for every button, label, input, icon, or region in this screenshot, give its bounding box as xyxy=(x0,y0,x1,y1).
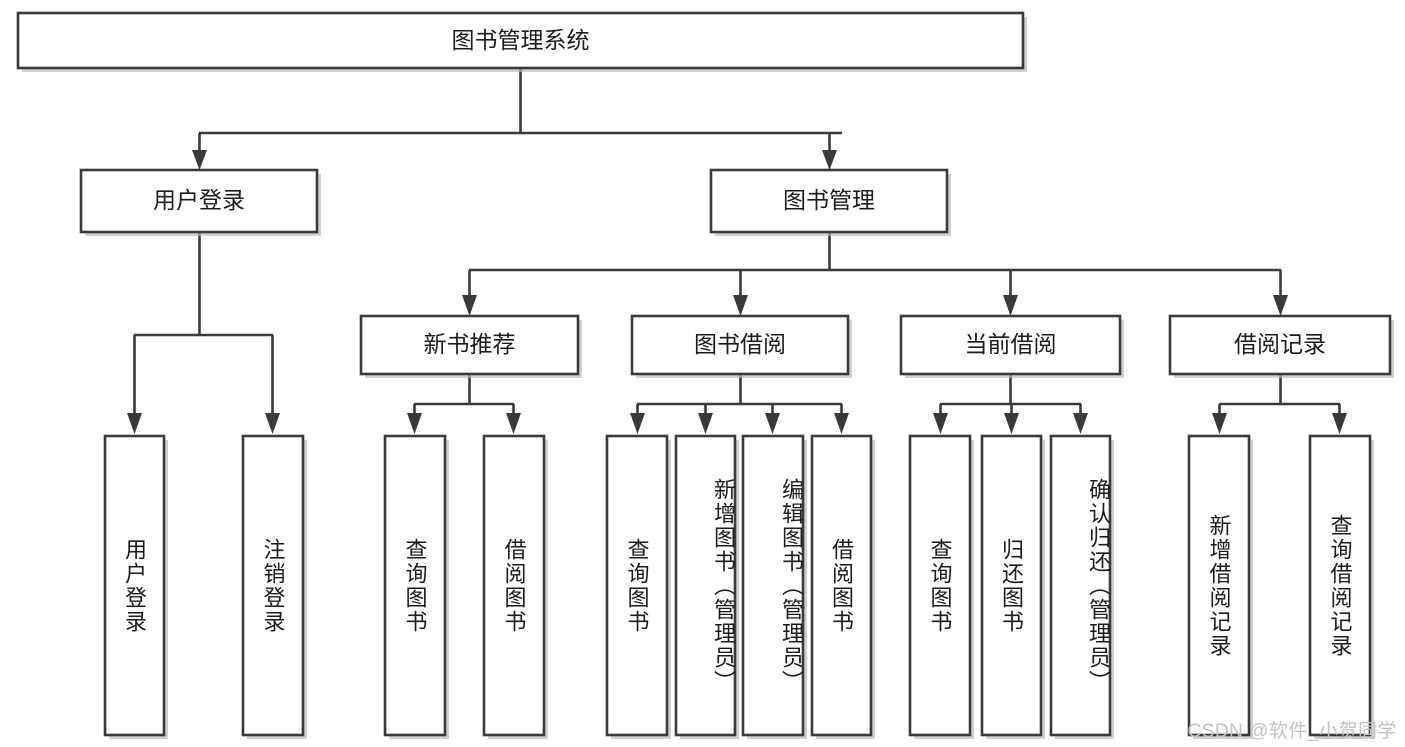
node-user-login[interactable]: 用户登录 xyxy=(79,168,321,236)
leaf-query-book-borrow-box[interactable] xyxy=(605,434,669,737)
arrowhead-book-borrow xyxy=(733,295,748,316)
borrow-record-label: 借阅记录 xyxy=(1234,331,1326,357)
leaf-return-book-box[interactable] xyxy=(980,434,1043,737)
edge-group-book-manage-to-level2 xyxy=(462,232,1288,316)
current-borrow-label: 当前借阅 xyxy=(965,331,1057,357)
node-root[interactable]: 图书管理系统 xyxy=(16,11,1027,72)
edge-group-root-to-level1 xyxy=(192,68,842,170)
leaf-edit-book-box[interactable] xyxy=(741,434,805,737)
arrowhead-book-manage xyxy=(822,150,837,170)
arrowhead-leaf-add-book xyxy=(698,413,713,434)
node-current-borrow[interactable]: 当前借阅 xyxy=(899,314,1124,378)
leaf-user-login-box[interactable] xyxy=(103,434,166,737)
new-book-recommend-box[interactable] xyxy=(359,314,580,376)
arrowhead-leaf-user-login xyxy=(127,413,142,434)
edge-group-new-book-recommend-to-leaves xyxy=(407,374,521,434)
arrowhead-leaf-add-record xyxy=(1212,413,1227,434)
arrowhead-leaf-edit-book xyxy=(765,413,780,434)
arrowhead-leaf-query-book-rec xyxy=(407,413,422,434)
arrowhead-leaf-query-book-cur xyxy=(933,413,948,434)
root-box[interactable] xyxy=(16,11,1025,70)
book-borrow-label: 图书借阅 xyxy=(694,331,786,357)
leaf-add-record-box[interactable] xyxy=(1187,434,1251,737)
arrowhead-leaf-confirm-return xyxy=(1073,413,1088,434)
user-login-box[interactable] xyxy=(79,168,319,234)
borrow-record-box[interactable] xyxy=(1168,314,1392,376)
root-label: 图书管理系统 xyxy=(452,27,590,53)
leaf-borrow-book-rec-box[interactable] xyxy=(482,434,546,737)
leaf-query-book-rec-box[interactable] xyxy=(383,434,447,737)
csdn-watermark: CSDN @软件_小贺同学 xyxy=(1187,721,1397,742)
arrowhead-new-book-recommend xyxy=(462,295,477,316)
leaf-add-book-box[interactable] xyxy=(674,434,737,737)
node-book-manage[interactable]: 图书管理 xyxy=(709,168,951,236)
edge-group-user-login-to-leaves xyxy=(127,232,280,434)
book-manage-box[interactable] xyxy=(709,168,949,234)
arrowhead-current-borrow xyxy=(1003,295,1018,316)
arrowhead-leaf-query-book-borrow xyxy=(630,413,645,434)
arrowhead-user-login xyxy=(192,150,207,170)
arrowhead-borrow-record xyxy=(1273,295,1288,316)
node-borrow-record[interactable]: 借阅记录 xyxy=(1168,314,1394,378)
new-book-recommend-label: 新书推荐 xyxy=(424,331,516,357)
arrowhead-leaf-return-book xyxy=(1004,413,1019,434)
arrowhead-leaf-borrow-book xyxy=(834,413,849,434)
leaf-confirm-return-box[interactable] xyxy=(1049,434,1112,737)
node-new-book-recommend[interactable]: 新书推荐 xyxy=(359,314,582,378)
arrowhead-leaf-query-record xyxy=(1332,413,1347,434)
edge-group-book-borrow-to-leaves xyxy=(630,374,849,434)
leaf-user-logout-box[interactable] xyxy=(241,434,305,737)
current-borrow-box[interactable] xyxy=(899,314,1122,376)
arrowhead-leaf-user-logout xyxy=(265,413,280,434)
book-manage-label: 图书管理 xyxy=(783,187,875,213)
user-login-label: 用户登录 xyxy=(153,187,245,213)
leaf-boxes xyxy=(103,434,1374,739)
arrowhead-leaf-borrow-book-rec xyxy=(506,413,521,434)
edge-group-borrow-record-to-leaves xyxy=(1212,374,1347,434)
node-book-borrow[interactable]: 图书借阅 xyxy=(630,314,852,378)
leaf-query-book-cur-box[interactable] xyxy=(908,434,972,737)
leaf-borrow-book-box[interactable] xyxy=(810,434,873,737)
edge-group-current-borrow-to-leaves xyxy=(933,374,1088,434)
book-borrow-box[interactable] xyxy=(630,314,850,376)
leaf-query-record-box[interactable] xyxy=(1308,434,1372,737)
